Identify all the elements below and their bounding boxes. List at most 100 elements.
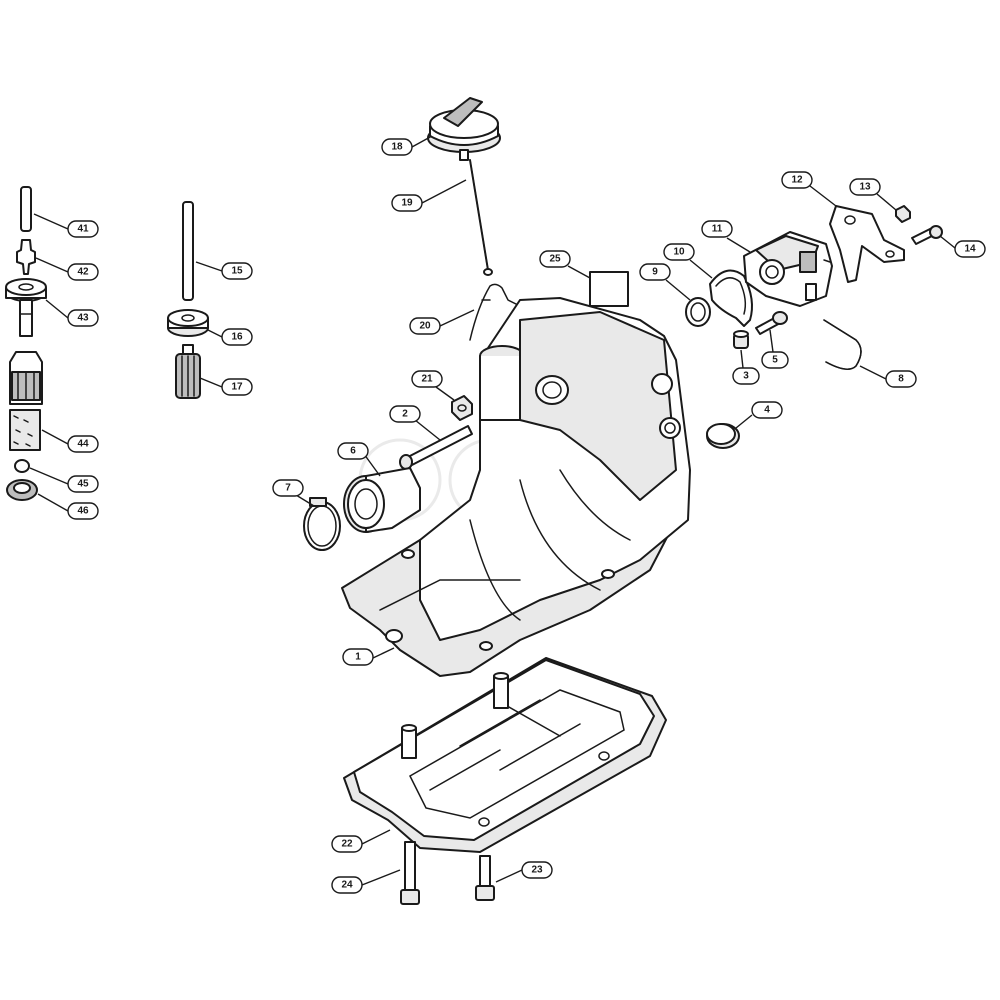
callout-21-oval (411, 370, 443, 388)
callout-12-label: 12 (791, 175, 803, 186)
callout-44-oval (67, 435, 99, 453)
callout-46-label: 46 (77, 506, 89, 517)
callout-1: 1 (342, 647, 395, 666)
callout-10-oval (663, 243, 695, 261)
callout-24: 24 (331, 869, 401, 894)
callout-3: 3 (732, 349, 760, 385)
part-20-clip (469, 283, 521, 341)
callout-12: 12 (781, 171, 837, 207)
callout-2-oval (389, 405, 421, 423)
callout-16-label: 16 (231, 332, 243, 343)
part-17-fuel-filter (175, 344, 201, 399)
callout-14-oval (954, 240, 986, 258)
part-21-nut (451, 395, 473, 421)
part-6-intake-flange (343, 467, 421, 533)
part-1-tank-housing (341, 297, 691, 677)
callout-5-oval (761, 351, 789, 369)
callout-9-oval (639, 263, 671, 281)
callout-42-label: 42 (77, 267, 89, 278)
callout-23-label: 23 (531, 865, 543, 876)
callout-9-label: 9 (652, 267, 658, 278)
callout-44-label: 44 (77, 439, 89, 450)
callout-45-label: 45 (77, 479, 89, 490)
callout-42-oval (67, 263, 99, 281)
callout-8-label: 8 (898, 374, 904, 385)
part-4-cap (706, 423, 740, 449)
part-45-washer (14, 459, 30, 473)
part-10-gasket (709, 269, 753, 327)
callout-18-oval (381, 138, 413, 156)
callout-6-label: 6 (350, 446, 356, 457)
callout-24-oval (331, 876, 363, 894)
callout-15-label: 15 (231, 266, 243, 277)
part-5-screw (755, 311, 788, 335)
callout-24-label: 24 (341, 880, 353, 891)
callout-45-oval (67, 475, 99, 493)
callout-10: 10 (663, 243, 713, 279)
callout-23-oval (521, 861, 553, 879)
callout-20: 20 (409, 309, 475, 335)
callout-10-label: 10 (673, 247, 685, 258)
callout-43-oval (67, 309, 99, 327)
callout-4-label: 4 (764, 405, 770, 416)
callout-21: 21 (411, 370, 455, 401)
part-14-screw (911, 225, 943, 245)
callout-5: 5 (761, 329, 789, 369)
part-23-screw (475, 855, 495, 901)
part-3-plug (733, 330, 749, 349)
callout-46-oval (67, 502, 99, 520)
callout-15-oval (221, 262, 253, 280)
callout-16: 16 (207, 328, 253, 346)
callout-22-oval (331, 835, 363, 853)
callout-17-oval (221, 378, 253, 396)
callout-42: 42 (35, 257, 99, 281)
part-42-connector (16, 239, 36, 275)
callout-6-oval (337, 442, 369, 460)
callout-3-oval (732, 367, 760, 385)
callout-13-label: 13 (859, 182, 871, 193)
callout-20-oval (409, 317, 441, 335)
callout-25-oval (539, 250, 571, 268)
callout-23: 23 (495, 861, 553, 883)
callout-45: 45 (29, 467, 99, 493)
part-25-label (589, 271, 629, 307)
callout-17: 17 (199, 377, 253, 396)
callout-19-label: 19 (401, 198, 413, 209)
callout-2-label: 2 (402, 409, 408, 420)
callout-19: 19 (391, 179, 467, 212)
part-2-bolt (399, 425, 473, 470)
callout-41: 41 (33, 213, 99, 238)
callout-17-label: 17 (231, 382, 243, 393)
part-43-filter-cap (5, 278, 47, 337)
part-44-fuel-filter (9, 351, 43, 451)
callout-4: 4 (735, 401, 783, 429)
callout-1-label: 1 (355, 652, 361, 663)
callout-19-oval (391, 194, 423, 212)
part-19-pickup-hose (469, 159, 493, 276)
callout-12-oval (781, 171, 813, 189)
callout-6: 6 (337, 442, 381, 477)
callout-15: 15 (195, 261, 253, 280)
part-15-tube (182, 201, 194, 301)
part-46-seal-ring (6, 479, 38, 501)
part-41-tube (20, 186, 32, 232)
callout-16-oval (221, 328, 253, 346)
part-8-hose (823, 319, 862, 370)
part-11-carburettor (743, 231, 833, 307)
part-9-gasket (685, 297, 711, 327)
callout-41-oval (67, 220, 99, 238)
part-7-hose-clamp (303, 497, 341, 551)
callout-25: 25 (539, 250, 591, 279)
callout-7: 7 (272, 479, 315, 507)
callout-41-label: 41 (77, 224, 89, 235)
callout-8-oval (885, 370, 917, 388)
part-16-grommet (167, 309, 209, 337)
callout-46: 46 (37, 493, 99, 520)
callout-22-label: 22 (341, 839, 353, 850)
part-13-nut (895, 205, 911, 223)
callout-22: 22 (331, 829, 391, 853)
callout-2: 2 (389, 405, 441, 441)
callout-11-oval (701, 220, 733, 238)
part-22-bottom-plate (343, 657, 667, 853)
